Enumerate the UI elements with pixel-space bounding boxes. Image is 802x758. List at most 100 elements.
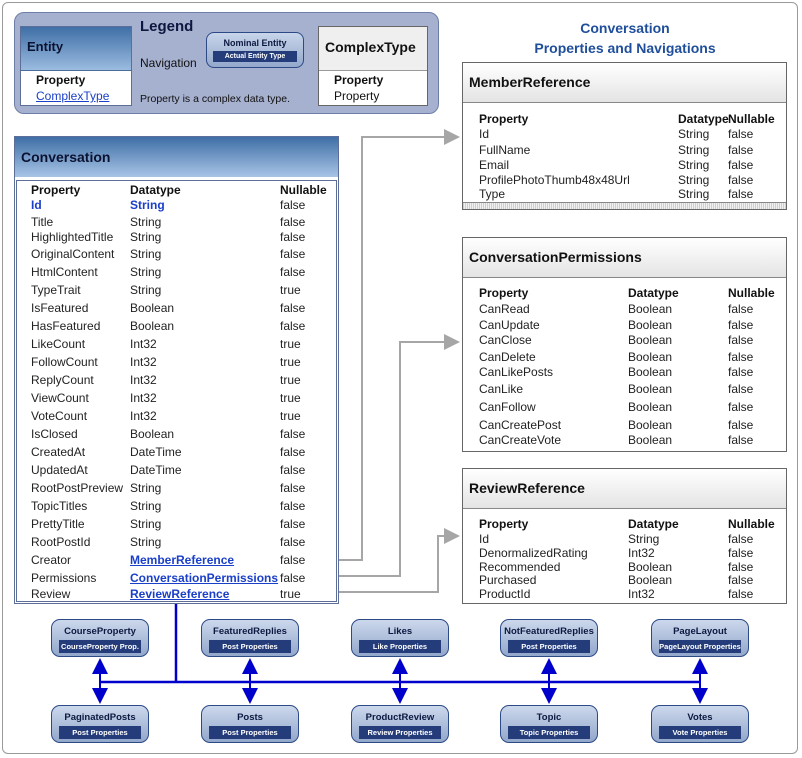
property-name: Id: [479, 127, 490, 141]
creator-link: [328, 129, 460, 561]
legend-nominal-name: Nominal Entity: [223, 38, 287, 48]
complextype-title: ConversationPermissions: [463, 238, 786, 278]
datatype-value: Boolean: [628, 433, 673, 447]
property-name: HtmlContent: [31, 265, 98, 279]
nullable-value: false: [728, 418, 754, 432]
property-name: RootPostId: [31, 535, 91, 549]
datatype-value: Boolean: [130, 319, 175, 333]
nullable-value: false: [728, 400, 754, 414]
property-name: HasFeatured: [31, 319, 101, 333]
complextype-link[interactable]: ConversationPermissions: [130, 571, 279, 585]
property-name: Id: [479, 532, 490, 546]
datatype-value: String: [130, 230, 162, 244]
datatype-value: String: [130, 499, 162, 513]
property-name: IsClosed: [31, 427, 78, 441]
datatype-value: String: [130, 198, 165, 212]
page-title-line1: Conversation: [580, 20, 670, 36]
datatype-value: String: [130, 481, 162, 495]
nullable-value: false: [728, 382, 754, 396]
property-name: CanCreatePost: [479, 418, 562, 432]
property-name: CanCreateVote: [479, 433, 562, 447]
property-header: Property: [479, 286, 529, 300]
datatype-value: String: [678, 187, 710, 201]
nullable-value: true: [280, 355, 301, 369]
datatype-value: Boolean: [628, 318, 673, 332]
nullable-value: false: [728, 433, 754, 447]
navigation-type: Review Properties: [359, 726, 441, 739]
navigation-type: PageLayout Properties: [659, 640, 741, 653]
property-name: Purchased: [479, 573, 537, 587]
nullable-value: false: [728, 318, 754, 332]
property-name: UpdatedAt: [31, 463, 88, 477]
nullable-value: false: [280, 215, 306, 229]
nullable-value: false: [728, 532, 754, 546]
nullable-value: false: [728, 560, 754, 574]
nullable-value: false: [280, 481, 306, 495]
nullable-value: false: [280, 553, 306, 567]
nullable-value: false: [280, 247, 306, 261]
navigation-type: Post Properties: [209, 726, 291, 739]
property-name: Permissions: [31, 571, 97, 585]
legend-title: Legend: [140, 18, 194, 35]
property-name: Title: [31, 215, 54, 229]
nullable-value: true: [280, 373, 301, 387]
nullable-value: false: [280, 301, 306, 315]
datatype-value: String: [628, 532, 660, 546]
navigation-name: NotFeaturedReplies: [504, 626, 594, 637]
navigation-type: Post Properties: [209, 640, 291, 653]
complextype-title: ReviewReference: [463, 469, 786, 509]
legend-actual-type: Actual Entity Type: [213, 51, 297, 62]
property-name: OriginalContent: [31, 247, 115, 261]
datatype-value: Boolean: [628, 418, 673, 432]
nullable-value: false: [728, 365, 754, 379]
property-name: ViewCount: [31, 391, 89, 405]
nullable-value: false: [280, 198, 306, 212]
legend-entity-box: Entity: [20, 26, 132, 106]
datatype-value: Int32: [628, 546, 655, 560]
complextype-link[interactable]: MemberReference: [130, 553, 235, 567]
navigation-name: Topic: [536, 712, 562, 723]
navigation-type: Post Properties: [59, 726, 141, 739]
datatype-value: String: [130, 535, 162, 549]
property-name: CanLike: [479, 382, 524, 396]
nullable-value: false: [280, 535, 306, 549]
property-name: Creator: [31, 553, 72, 567]
nullable-header: Nullable: [728, 517, 775, 531]
nullable-value: false: [280, 517, 306, 531]
nullable-value: true: [280, 587, 301, 601]
navigation-name: Votes: [687, 712, 713, 723]
navigation-name: PageLayout: [673, 626, 727, 637]
legend-complextype-link[interactable]: ComplexType: [36, 89, 110, 103]
property-name: FullName: [479, 143, 531, 157]
property-name: LikeCount: [31, 337, 86, 351]
nullable-value: true: [280, 283, 301, 297]
property-name: CanClose: [479, 333, 532, 347]
datatype-value: String: [678, 143, 710, 157]
datatype-value: Int32: [130, 391, 157, 405]
datatype-value: Int32: [130, 409, 157, 423]
nullable-value: false: [728, 333, 754, 347]
property-name: TopicTitles: [31, 499, 88, 513]
datatype-value: Boolean: [628, 350, 673, 364]
legend-entity-label: Entity: [21, 27, 131, 71]
complextype-link[interactable]: ReviewReference: [130, 587, 230, 601]
navigation-type: Topic Properties: [508, 726, 590, 739]
legend-ct-property: Property: [334, 89, 380, 103]
datatype-value: Int32: [130, 337, 157, 351]
datatype-value: Boolean: [628, 365, 673, 379]
datatype-value: String: [130, 517, 162, 531]
